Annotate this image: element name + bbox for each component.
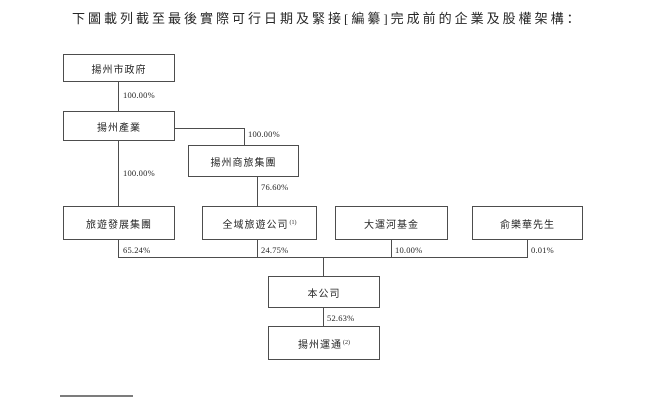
ownership-pct-company-to-yuntong: 52.63%: [327, 313, 355, 323]
org-box-label: 揚州產業: [97, 122, 141, 134]
org-box-label: 揚州市政府: [91, 64, 147, 76]
org-box-label: 大運河基金: [364, 219, 419, 231]
page-title: 下圖載列截至最後實際可行日期及緊接[編纂]完成前的企業及股權架構：: [72, 11, 583, 26]
ownership-pct-yu-to-company: 0.01%: [531, 245, 554, 255]
org-box-label: 揚州商旅集團: [210, 157, 277, 169]
ownership-pct-shanglv-to-quanyu: 76.60%: [261, 182, 289, 192]
connector-yu-drop: [527, 240, 528, 257]
connector-industry-branch: [175, 128, 244, 129]
org-box-the-company: 本公司: [268, 276, 380, 308]
org-box-grand-canal-fund: 大運河基金: [335, 206, 448, 240]
footnote-marker: (1): [289, 220, 297, 226]
footnote-marker: (2): [343, 340, 350, 346]
connector-industry-to-travel: [118, 141, 119, 206]
org-box-label: 本公司: [307, 288, 341, 300]
ownership-pct-gov-to-industry: 100.00%: [123, 90, 155, 100]
connector-merge-to-company: [323, 257, 324, 276]
org-box-yangzhou-shanglv-group: 揚州商旅集團: [188, 145, 299, 177]
ownership-pct-industry-to-travel: 100.00%: [123, 168, 155, 178]
ownership-pct-canal-to-company: 10.00%: [395, 245, 423, 255]
footnote-separator: [60, 395, 133, 397]
org-box-yangzhou-municipal-government: 揚州市政府: [63, 54, 175, 82]
org-box-label: 俞樂華先生: [500, 219, 555, 231]
org-box-yangzhou-yuntong: 揚州運通(2): [268, 326, 380, 360]
connector-canal-drop: [391, 240, 392, 257]
connector-gov-to-industry: [118, 82, 119, 111]
org-box-label: 旅遊發展集團: [86, 219, 152, 231]
org-box-yangzhou-industry: 揚州產業: [63, 111, 175, 141]
connector-shanglv-to-quanyu: [257, 177, 258, 206]
org-box-mr-yu-lehua: 俞樂華先生: [472, 206, 583, 240]
org-box-tourism-development-group: 旅遊發展集團: [63, 206, 175, 240]
connector-company-to-yuntong: [323, 308, 324, 326]
ownership-pct-quanyu-to-company: 24.75%: [261, 245, 289, 255]
connector-quanyu-drop: [257, 240, 258, 257]
org-box-label: 全域旅遊公司: [222, 219, 289, 231]
connector-travel-drop: [118, 240, 119, 257]
ownership-pct-industry-to-shanglv: 100.00%: [248, 129, 280, 139]
org-box-quanyu-tourism-company: 全域旅遊公司(1): [202, 206, 317, 240]
ownership-pct-travel-to-company: 65.24%: [123, 245, 151, 255]
connector-branch-to-shanglv: [244, 128, 245, 145]
org-box-label: 揚州運通: [298, 339, 342, 351]
